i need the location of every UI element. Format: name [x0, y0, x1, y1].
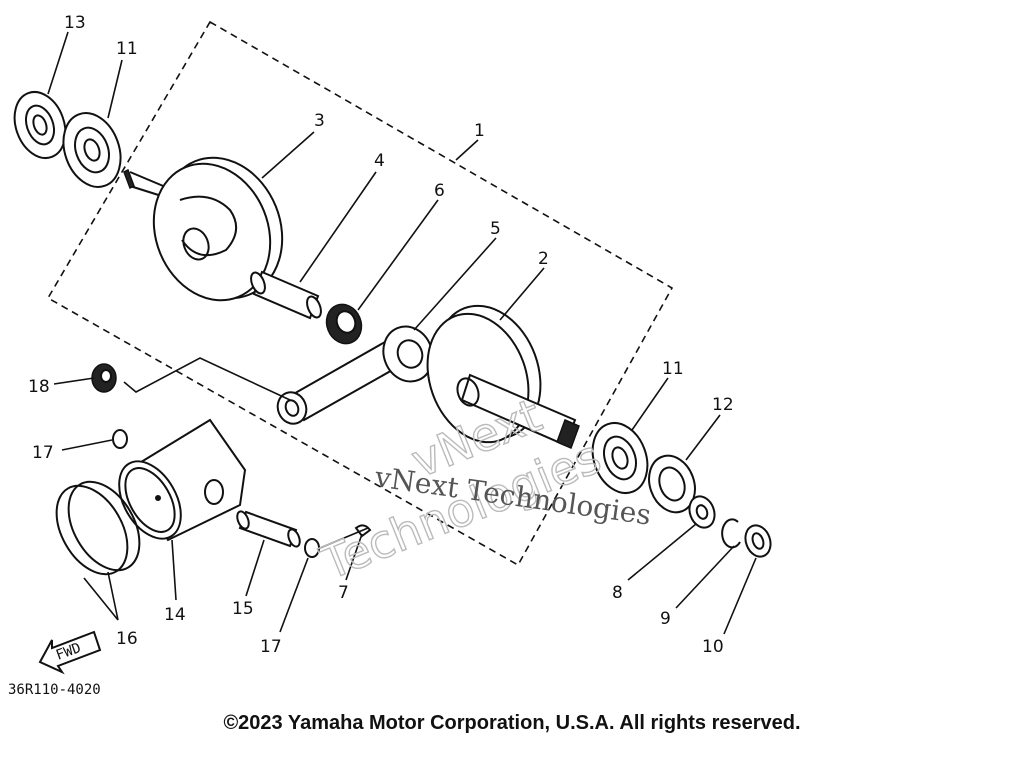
- callout-16: 16: [116, 629, 138, 649]
- callout-11: 11: [662, 359, 684, 379]
- piston-pin-15: [236, 510, 301, 548]
- callout-2: 2: [538, 249, 549, 269]
- oil-seal-12: [648, 454, 696, 514]
- callout-9: 9: [660, 609, 671, 629]
- small-end-bearing-18: [91, 363, 117, 393]
- callout-12: 12: [712, 395, 734, 415]
- callout-1: 1: [474, 121, 485, 141]
- connecting-rod-5: [276, 325, 434, 425]
- callout-7: 7: [338, 583, 349, 603]
- fwd-arrow-icon: FWD: [38, 630, 102, 675]
- callout-15: 15: [232, 599, 254, 619]
- piston-pin-clip-17-lower: [304, 538, 320, 558]
- callout-3: 3: [314, 111, 325, 131]
- leader-lines: [47, 31, 757, 635]
- callout-11: 11: [116, 39, 138, 59]
- piston-rings-16: [55, 480, 141, 576]
- crank-half-3: [123, 156, 284, 302]
- callout-10: 10: [702, 637, 724, 657]
- callout-17: 17: [260, 637, 282, 657]
- callout-5: 5: [490, 219, 501, 239]
- callout-8: 8: [612, 583, 623, 603]
- callout-4: 4: [374, 151, 385, 171]
- bearing-11-left: [62, 112, 122, 188]
- bearing-13: [13, 91, 67, 159]
- washer-8: [688, 495, 716, 529]
- callout-17: 17: [32, 443, 54, 463]
- crank-pin-4: [250, 270, 322, 320]
- callout-6: 6: [434, 181, 445, 201]
- callout-14: 14: [164, 605, 186, 625]
- bearing-11-right: [591, 422, 649, 494]
- crank-half-2: [426, 304, 580, 450]
- nut-10: [744, 524, 772, 558]
- callout-18: 18: [28, 377, 50, 397]
- needle-bearing-6: [325, 303, 363, 345]
- piston-pin-clip-17-upper: [112, 429, 128, 449]
- reference-code: 36R110-4020: [8, 682, 101, 698]
- copyright-notice: ©2023 Yamaha Motor Corporation, U.S.A. A…: [223, 712, 801, 734]
- fwd-label: FWD: [54, 640, 83, 664]
- circlip-9: [721, 518, 741, 549]
- callout-13: 13: [64, 13, 86, 33]
- callout-labels: 13 11 3 1 4 6 5 2 11 12 18 17 14 15 16 1…: [28, 13, 734, 657]
